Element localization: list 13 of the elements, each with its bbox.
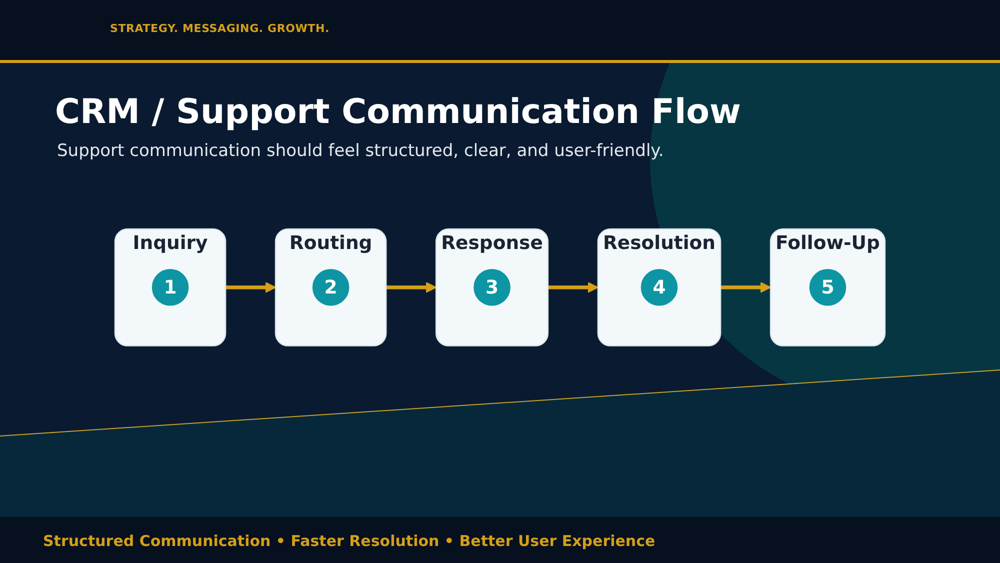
node-circle: 2: [312, 269, 350, 306]
subtitle-text: Support communication should feel structured, clear, and user-friendly.: [57, 141, 664, 161]
arrow: [720, 282, 772, 293]
node-circle: 3: [474, 269, 510, 306]
arrow: [548, 282, 598, 293]
node-circle: 1: [152, 269, 189, 306]
arrow: [386, 282, 437, 293]
node-circle: 5: [809, 269, 846, 306]
slide-title: CRM / Support Communication Flow: [55, 92, 741, 132]
footer-caption: Structured Communication • Faster Resolution • Better User Experience: [43, 532, 656, 550]
node-circle: 4: [640, 269, 678, 306]
arrow: [226, 282, 276, 293]
tagline-text: STRATEGY. MESSAGING. GROWTH.: [110, 22, 330, 35]
